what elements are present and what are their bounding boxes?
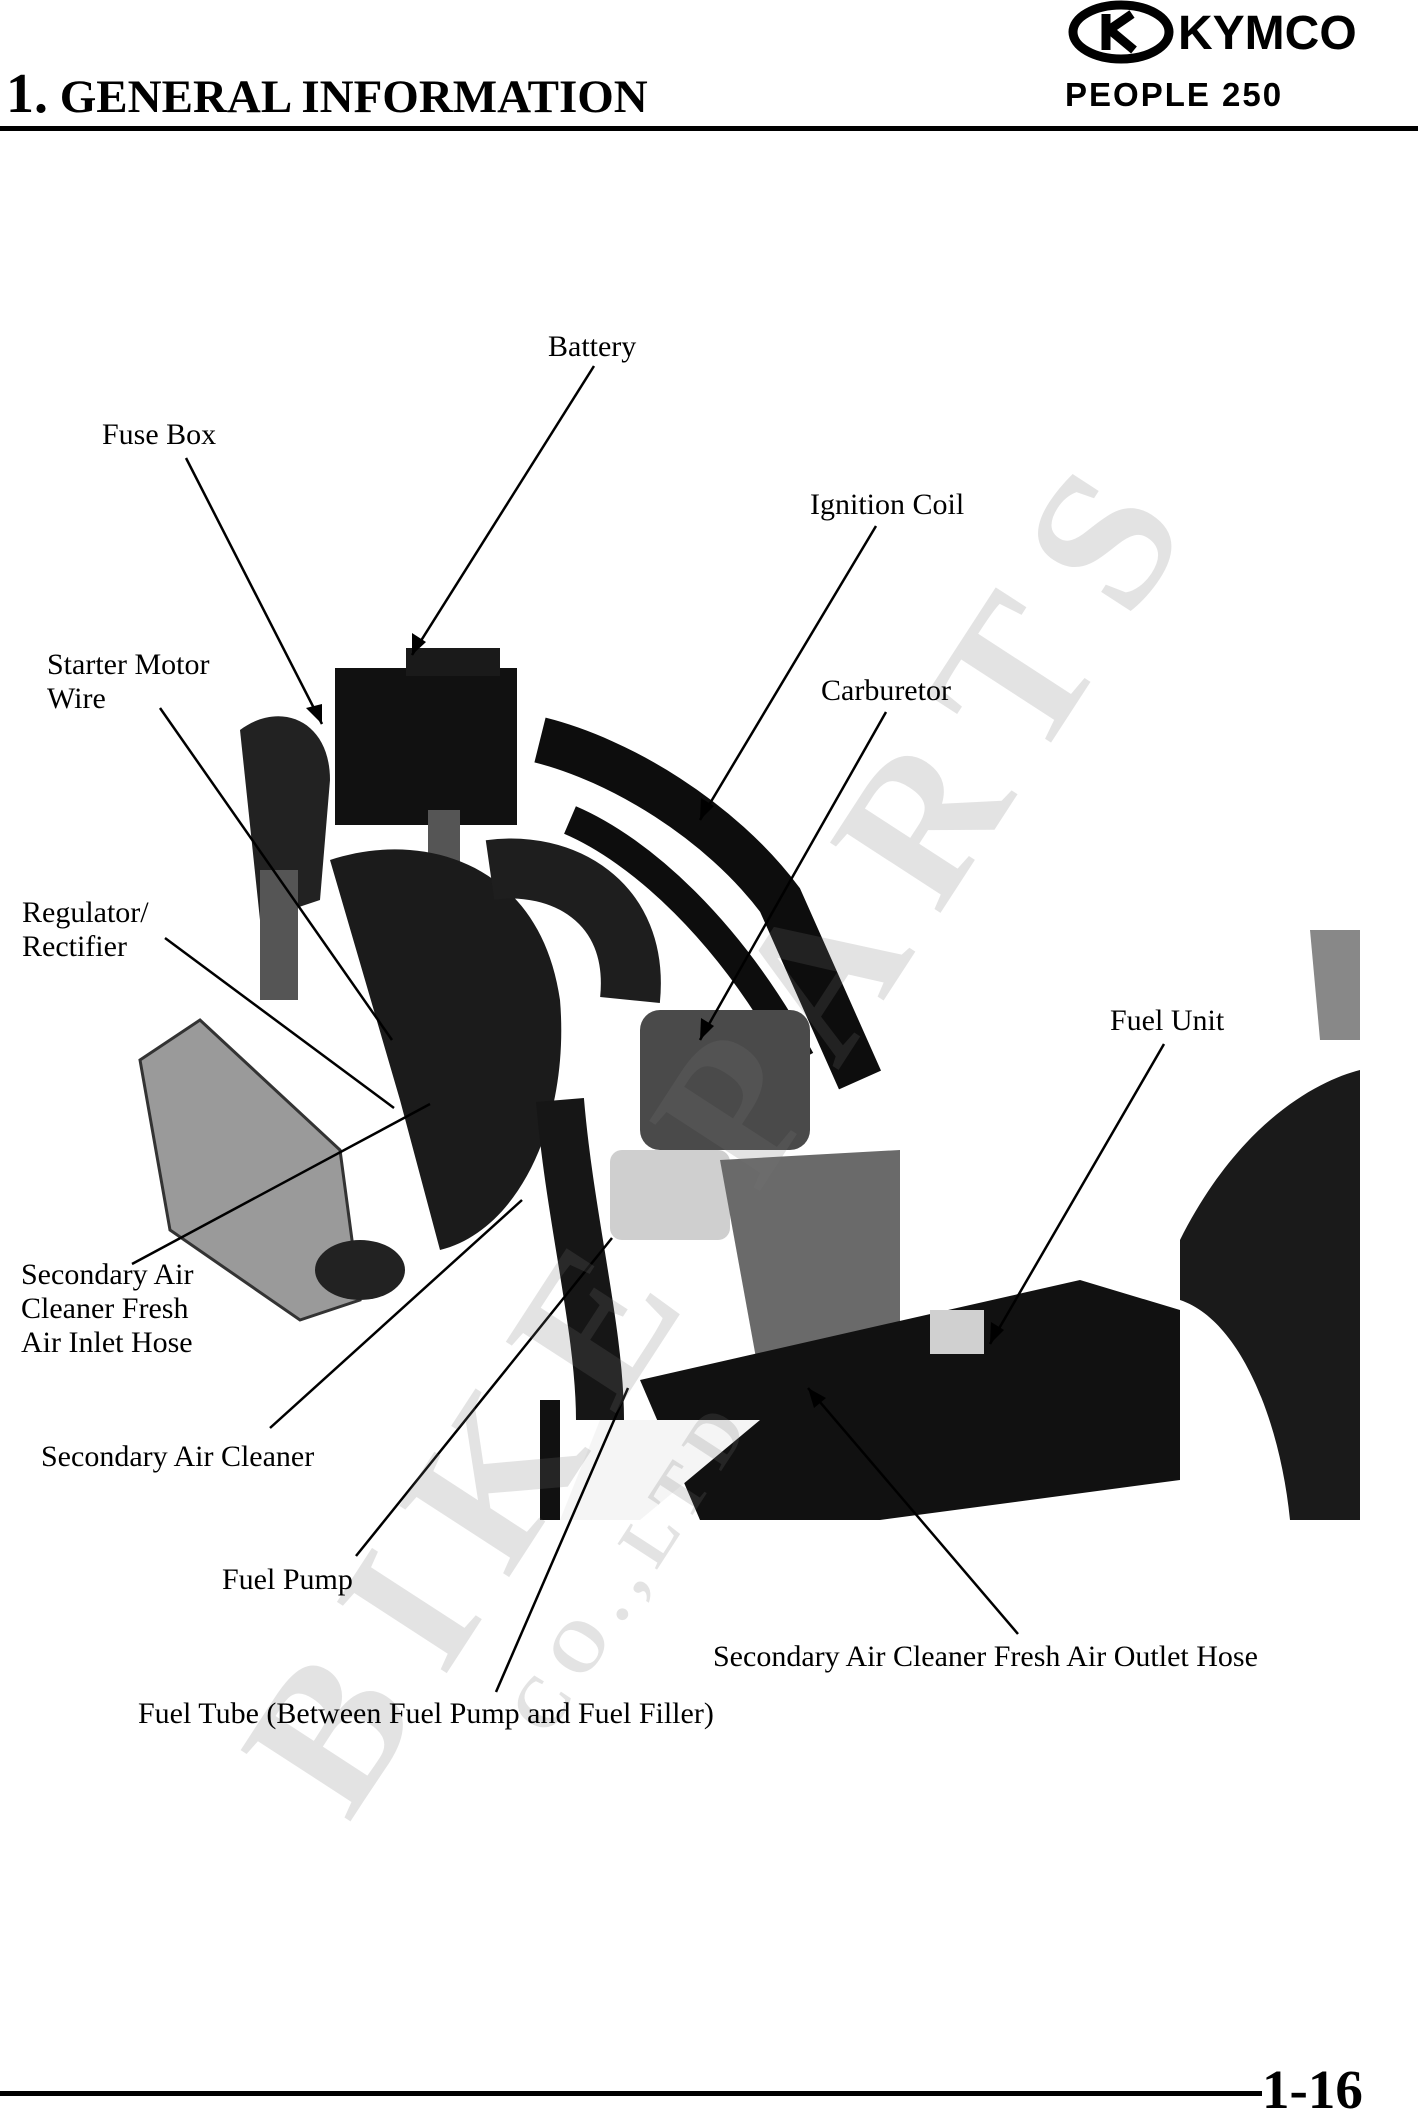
battery-top — [406, 648, 500, 676]
arrow-secondary-outlet — [808, 1388, 826, 1408]
intake-duct — [485, 838, 661, 1003]
label-secondary-air-cleaner: Secondary Air Cleaner — [41, 1440, 315, 1473]
model-name: PEOPLE 250 — [1065, 76, 1284, 113]
chapter-heading: 1. GENERAL INFORMATION — [6, 62, 648, 126]
leader-fuse-box — [184, 457, 324, 725]
leader-secondary-inlet — [131, 1102, 431, 1266]
carburetor-body — [640, 1010, 810, 1150]
wiring-harness — [240, 716, 330, 920]
label-regulator-line1: Regulator/ — [22, 896, 149, 929]
muffler-tip — [315, 1240, 405, 1300]
label-secondary-outlet: Secondary Air Cleaner Fresh Air Outlet H… — [713, 1640, 1258, 1673]
floor-gap — [560, 1420, 760, 1520]
leader-starter-wire — [158, 707, 394, 1041]
front-frame — [1180, 1070, 1360, 1520]
leader-secondary-outlet — [807, 1387, 1019, 1635]
arrow-fuel-unit — [990, 1322, 1004, 1344]
leader-battery — [410, 365, 596, 656]
kymco-logo: KYMCO — [1068, 0, 1357, 64]
leader-fuel-unit — [988, 1043, 1166, 1345]
chapter-number: 1. — [6, 63, 48, 125]
frame-tube-upper — [534, 717, 882, 1090]
arrow-carburetor — [700, 1018, 714, 1040]
label-regulator-line2: Rectifier — [22, 930, 127, 963]
footer-rule — [0, 2091, 1262, 2096]
rear-shock-left — [260, 870, 298, 1000]
page-number: 1-16 — [1262, 2059, 1363, 2120]
battery-shape — [335, 668, 517, 825]
arrow-fuse-box — [306, 704, 322, 724]
rear-tire — [330, 849, 562, 1250]
label-fuse-box: Fuse Box — [102, 418, 217, 451]
header-rule — [0, 126, 1418, 131]
photo-content — [138, 648, 1360, 1520]
arrow-battery — [412, 633, 426, 655]
brand-name: KYMCO — [1178, 7, 1357, 60]
label-fuel-unit: Fuel Unit — [1110, 1004, 1225, 1037]
label-ignition-coil: Ignition Coil — [810, 488, 965, 521]
leader-ignition-coil — [698, 525, 878, 821]
floor-frame — [640, 1280, 1180, 1520]
logo-oval — [1068, 0, 1174, 64]
leader-regulator — [164, 936, 395, 1110]
label-secondary-inlet-line2: Cleaner Fresh — [21, 1292, 189, 1325]
center-stand — [540, 1400, 560, 1520]
label-secondary-inlet-line1: Secondary Air — [21, 1258, 194, 1291]
arrow-ignition-coil — [700, 798, 714, 820]
label-fuel-pump: Fuel Pump — [222, 1563, 353, 1596]
leader-secondary-air-cleaner — [269, 1199, 523, 1429]
label-carburetor: Carburetor — [821, 674, 951, 707]
label-secondary-inlet-line3: Air Inlet Hose — [21, 1326, 193, 1359]
label-starter-motor-wire-line1: Starter Motor — [47, 648, 210, 681]
steering-head — [1310, 930, 1360, 1040]
leader-carburetor — [698, 711, 888, 1041]
leader-fuel-pump — [355, 1237, 613, 1557]
engine-cover-light — [610, 1150, 730, 1240]
logo-k-mark — [1101, 10, 1137, 54]
label-starter-motor-wire-line2: Wire — [47, 682, 106, 715]
label-fuel-tube: Fuel Tube (Between Fuel Pump and Fuel Fi… — [138, 1697, 714, 1730]
fuel-unit-plate — [930, 1310, 984, 1354]
leader-fuel-tube — [494, 1387, 630, 1693]
label-battery: Battery — [548, 330, 637, 363]
chapter-title: GENERAL INFORMATION — [59, 71, 648, 123]
engine-block — [720, 1150, 900, 1380]
